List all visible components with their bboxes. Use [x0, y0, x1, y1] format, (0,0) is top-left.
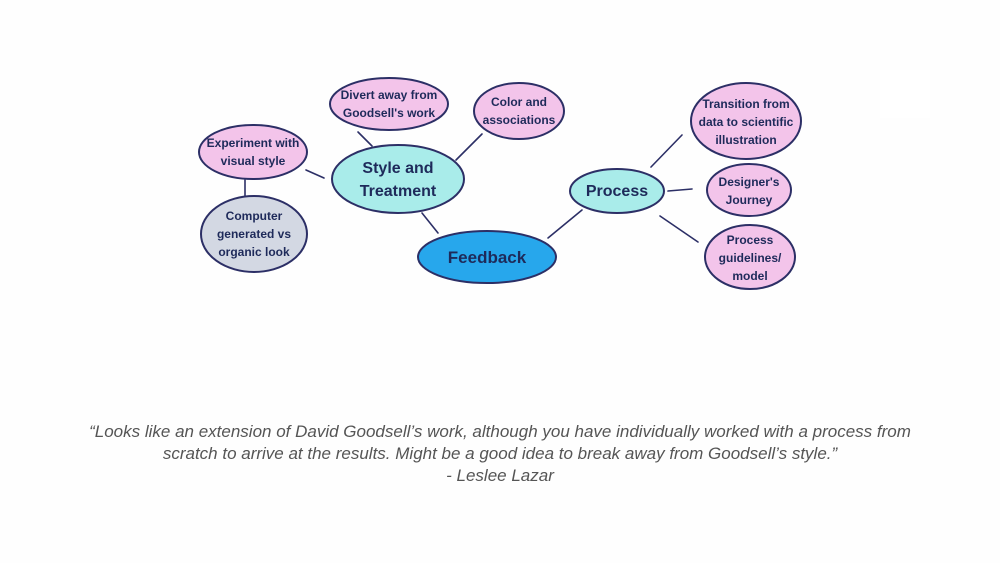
node-experiment-label-1: Experiment with — [207, 136, 300, 150]
node-computer-generated-label-2: generated vs — [217, 227, 291, 241]
connector-process-journey — [667, 188, 693, 192]
corner-marker — [880, 70, 930, 118]
node-color-associations-label-2: associations — [483, 113, 556, 127]
node-process-guidelines-label-3: model — [732, 269, 767, 283]
node-experiment: Experiment with visual style — [198, 124, 308, 180]
node-style-treatment: Style and Treatment — [331, 144, 465, 214]
node-process-guidelines-label-1: Process — [727, 233, 774, 247]
node-feedback-label: Feedback — [448, 248, 527, 267]
quote-block: “Looks like an extension of David Goodse… — [40, 421, 960, 487]
quote-author: - Leslee Lazar — [446, 466, 554, 485]
node-computer-generated: Computer generated vs organic look — [200, 195, 308, 273]
connector-process-guidelines — [659, 215, 699, 243]
quote-line-1: “Looks like an extension of David Goodse… — [89, 422, 911, 441]
node-computer-generated-label-3: organic look — [218, 245, 290, 259]
node-transition-label-1: Transition from — [702, 97, 789, 111]
node-experiment-label-2: visual style — [221, 154, 286, 168]
node-divert-label-1: Divert away from — [341, 88, 438, 102]
connector-process-transition — [650, 134, 683, 168]
node-process-label: Process — [586, 183, 648, 200]
quote-line-2: scratch to arrive at the results. Might … — [162, 444, 838, 463]
node-transition: Transition from data to scientific illus… — [690, 82, 802, 160]
connector-style-divert — [357, 131, 373, 147]
connector-feedback-process — [547, 209, 583, 239]
node-feedback: Feedback — [417, 230, 557, 284]
node-divert: Divert away from Goodsell's work — [329, 77, 449, 131]
node-process: Process — [569, 168, 665, 214]
node-designers-journey-label-2: Journey — [726, 193, 773, 207]
node-transition-label-2: data to scientific — [699, 115, 794, 129]
node-process-guidelines: Process guidelines/ model — [704, 224, 796, 290]
node-designers-journey: Designer's Journey — [706, 163, 792, 217]
node-process-guidelines-label-2: guidelines/ — [719, 251, 782, 265]
node-computer-generated-label-1: Computer — [226, 209, 283, 223]
node-transition-label-3: illustration — [715, 133, 776, 147]
connector-style-experiment — [305, 169, 325, 179]
node-style-treatment-label-1: Style and — [362, 160, 433, 177]
node-divert-label-2: Goodsell's work — [343, 106, 436, 120]
connector-style-color — [455, 133, 483, 161]
connector-feedback-style — [421, 212, 439, 234]
node-color-associations: Color and associations — [473, 82, 565, 140]
node-designers-journey-label-1: Designer's — [719, 175, 780, 189]
node-style-treatment-label-2: Treatment — [360, 183, 437, 200]
node-color-associations-label-1: Color and — [491, 95, 547, 109]
